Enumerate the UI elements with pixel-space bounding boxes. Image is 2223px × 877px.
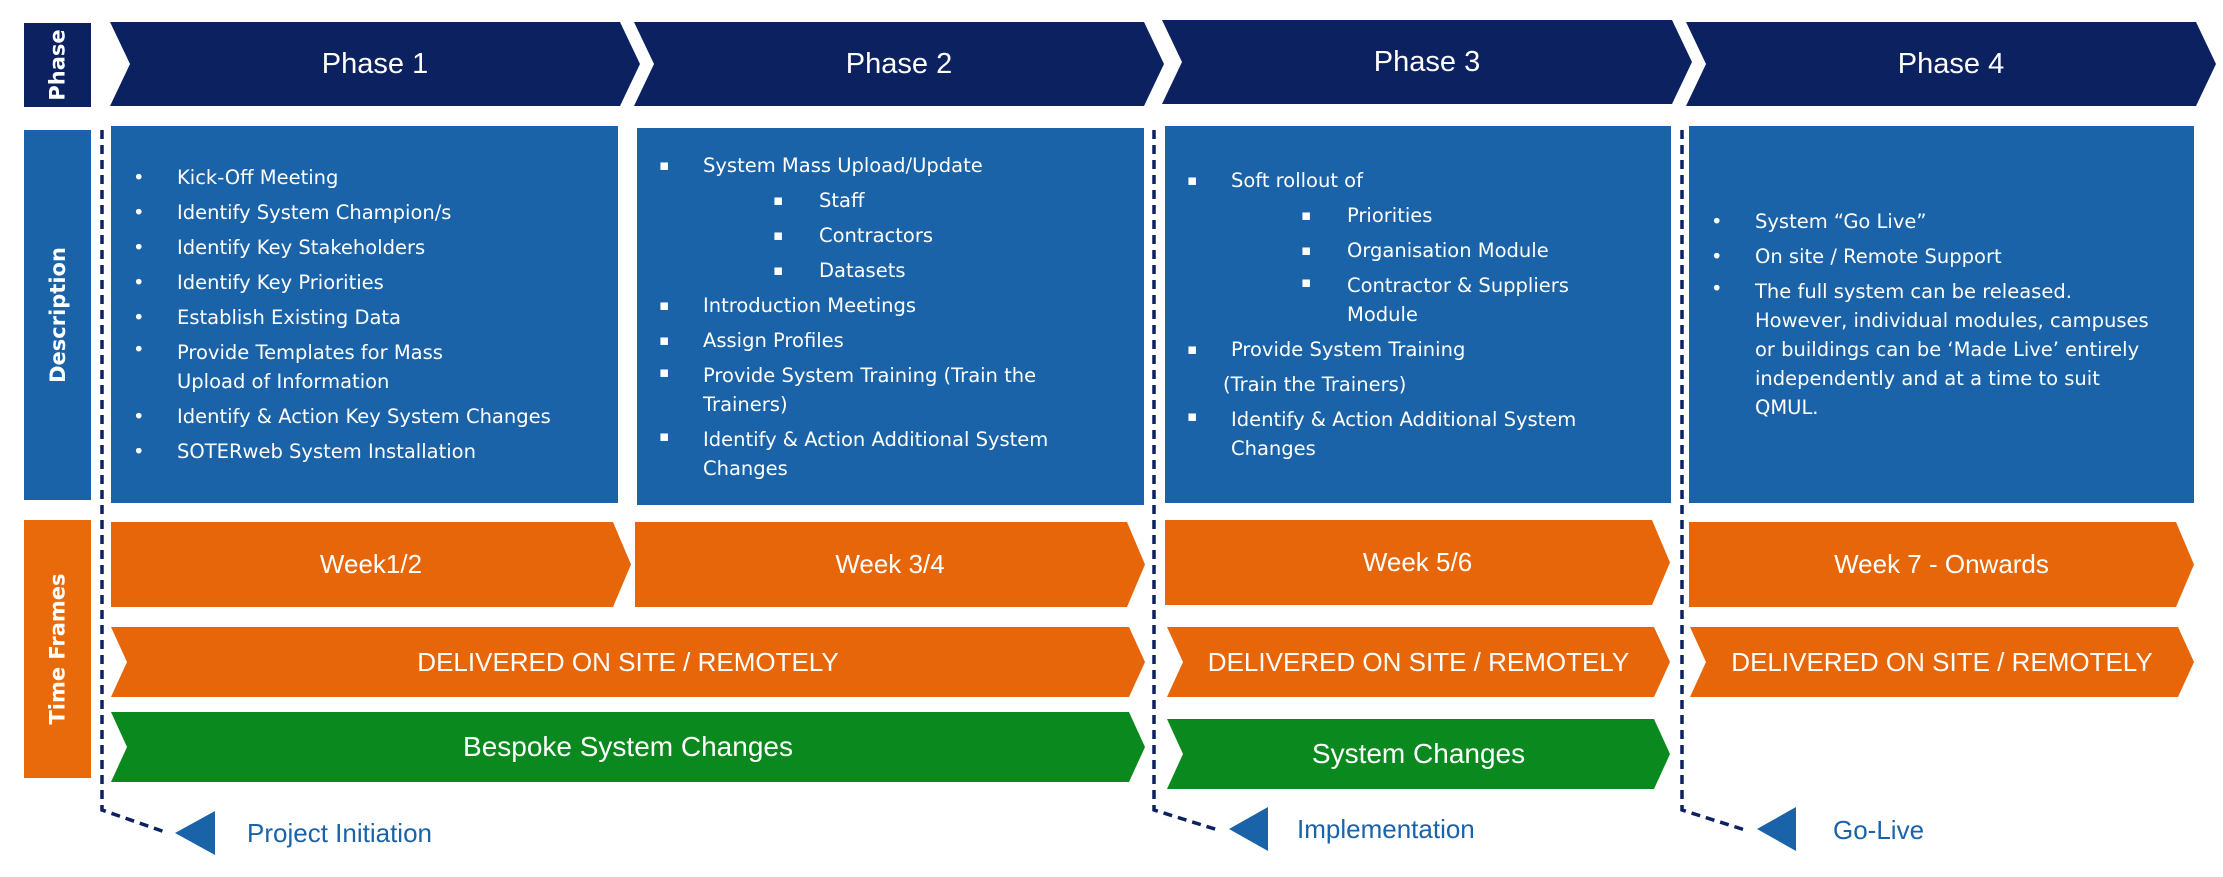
- go-live-triangle-icon: [1757, 807, 1796, 851]
- bespoke-changes-band: Bespoke System Changes: [111, 712, 1145, 782]
- list-item: On site / Remote Support: [1689, 239, 2194, 274]
- phase-1-description: Kick-Off Meeting Identify System Champio…: [111, 126, 618, 503]
- implementation-connector: [1152, 130, 1219, 832]
- week-7-onwards-arrow: Week 7 - Onwards: [1689, 522, 2194, 607]
- delivery-label: DELIVERED ON SITE / REMOTELY: [417, 646, 839, 677]
- list-item: Identify Key Priorities: [111, 265, 618, 300]
- phase-4-description: System “Go Live” On site / Remote Suppor…: [1689, 126, 2194, 503]
- delivery-label: DELIVERED ON SITE / REMOTELY: [1207, 646, 1630, 677]
- list-item: Provide System Training (Train the Train…: [637, 358, 1083, 422]
- phase-4-chevron: Phase 4: [1686, 22, 2216, 106]
- list-item: Staff: [637, 183, 1144, 218]
- list-item: System Mass Upload/Update: [637, 148, 1144, 183]
- list-item: Datasets: [637, 253, 1144, 288]
- list-item: Organisation Module: [1165, 233, 1671, 268]
- phase-3-label: Phase 3: [1373, 45, 1481, 78]
- week-1-2-label: Week1/2: [319, 549, 423, 579]
- delivery-label: DELIVERED ON SITE / REMOTELY: [1731, 646, 2153, 677]
- list-item: Soft rollout of: [1165, 163, 1671, 198]
- list-item: Priorities: [1165, 198, 1671, 233]
- delivery-band-phase-1-2: DELIVERED ON SITE / REMOTELY: [111, 627, 1145, 697]
- list-item: Assign Profiles: [637, 323, 1144, 358]
- list-item: Kick-Off Meeting: [111, 160, 618, 195]
- delivery-band-phase-4: DELIVERED ON SITE / REMOTELY: [1690, 627, 2194, 697]
- week-5-6-arrow: Week 5/6: [1165, 520, 1670, 605]
- system-changes-band: System Changes: [1167, 719, 1670, 789]
- stage-go-live: Go-Live: [1833, 815, 1925, 845]
- list-item: Identify System Champion/s: [111, 195, 618, 230]
- phase-3-chevron: Phase 3: [1162, 20, 1692, 104]
- system-changes-label: System Changes: [1311, 738, 1526, 769]
- list-item: Identify Key Stakeholders: [111, 230, 618, 265]
- list-item: Introduction Meetings: [637, 288, 1144, 323]
- week-1-2-arrow: Week1/2: [111, 522, 631, 607]
- phase-1-label: Phase 1: [321, 47, 429, 80]
- bespoke-changes-label: Bespoke System Changes: [463, 731, 793, 762]
- list-item: Provide Templates for Mass Upload of Inf…: [111, 335, 517, 399]
- description-side-label: Description: [24, 130, 91, 500]
- phase-2-description: System Mass Upload/Update Staff Contract…: [637, 128, 1144, 505]
- stage-project-initiation: Project Initiation: [247, 818, 432, 848]
- list-item: Identify & Action Additional System Chan…: [637, 422, 1103, 483]
- week-5-6-label: Week 5/6: [1362, 547, 1473, 577]
- implementation-triangle-icon: [1229, 807, 1268, 851]
- list-item: Contractors: [637, 218, 1144, 253]
- week-7-onwards-label: Week 7 - Onwards: [1834, 549, 2049, 579]
- phase-1-chevron: Phase 1: [110, 22, 640, 106]
- list-item: Establish Existing Data: [111, 300, 618, 335]
- phase-4-label: Phase 4: [1897, 47, 2005, 80]
- week-3-4-arrow: Week 3/4: [635, 522, 1145, 607]
- list-item: Provide System Training: [1165, 332, 1671, 367]
- list-item: Contractor & Suppliers Module: [1165, 268, 1577, 332]
- stage-implementation: Implementation: [1297, 814, 1475, 844]
- list-item: SOTERweb System Installation: [111, 434, 618, 469]
- list-item-continuation: (Train the Trainers): [1223, 373, 1407, 396]
- phase-2-label: Phase 2: [845, 47, 953, 80]
- delivery-band-phase-3: DELIVERED ON SITE / REMOTELY: [1167, 627, 1670, 697]
- list-item: The full system can be released. However…: [1689, 274, 2155, 422]
- list-item: System “Go Live”: [1689, 204, 2194, 239]
- list-item: Identify & Action Key System Changes: [111, 399, 618, 434]
- project-initiation-connector: [100, 130, 166, 834]
- project-initiation-triangle-icon: [175, 811, 215, 855]
- go-live-connector: [1680, 130, 1746, 832]
- list-item: Identify & Action Additional System Chan…: [1165, 402, 1631, 463]
- phase-2-chevron: Phase 2: [634, 22, 1164, 106]
- time-frames-side-label: Time Frames: [24, 520, 91, 778]
- week-3-4-label: Week 3/4: [835, 549, 945, 579]
- phase-side-label: Phase: [24, 23, 91, 107]
- phase-3-description: Soft rollout of Priorities Organisation …: [1165, 126, 1671, 503]
